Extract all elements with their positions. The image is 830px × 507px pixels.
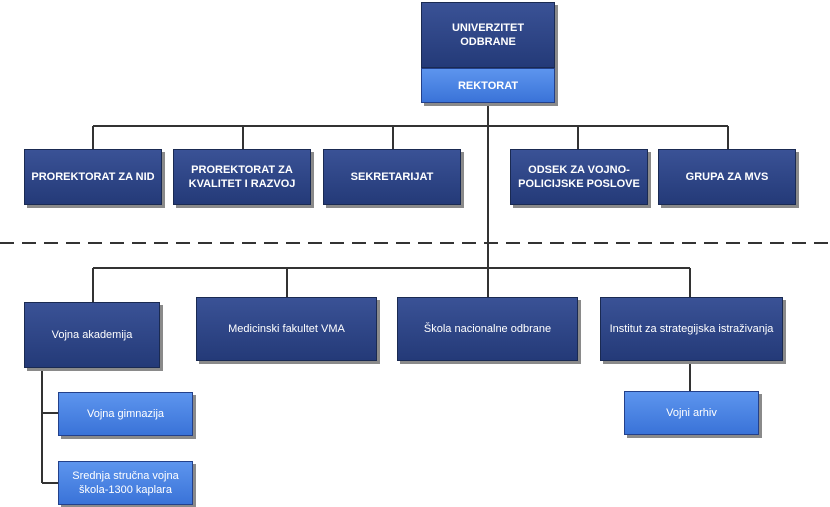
- vojni-arhiv-box: Vojni arhiv: [624, 391, 759, 435]
- medicinski-fakultet-box: Medicinski fakultet VMA: [196, 297, 377, 361]
- sekretarijat-label: SEKRETARIJAT: [350, 171, 434, 183]
- vojna-gimnazija-box: Vojna gimnazija: [58, 392, 193, 436]
- rektorat-box: REKTORAT: [421, 68, 555, 103]
- srednja-strucna-skola-label: Srednja stručna vojna škola-1300 kaplara: [72, 470, 179, 496]
- odsek-vojno-policijske-box: ODSEK ZA VOJNO-POLICIJSKE POSLOVE: [510, 149, 648, 205]
- sekretarijat-box: SEKRETARIJAT: [323, 149, 461, 205]
- skola-nacionalne-odbrane-box: Škola nacionalne odbrane: [397, 297, 578, 361]
- skola-nacionalne-odbrane-label: Škola nacionalne odbrane: [423, 323, 552, 335]
- institut-strategijska-box: Institut za strategijska istraživanja: [600, 297, 783, 361]
- vojna-akademija-box: Vojna akademija: [24, 302, 160, 368]
- univerzitet-odbrane-label: UNIVERZITET ODBRANE: [451, 22, 525, 48]
- grupa-mvs-box: GRUPA ZA MVS: [658, 149, 796, 205]
- institut-strategijska-label: Institut za strategijska istraživanja: [609, 323, 774, 335]
- prorektorat-nid-box: PROREKTORAT ZA NID: [24, 149, 162, 205]
- srednja-strucna-skola-box: Srednja stručna vojna škola-1300 kaplara: [58, 461, 193, 505]
- vojna-akademija-label: Vojna akademija: [51, 329, 133, 341]
- odsek-vojno-policijske-label: ODSEK ZA VOJNO-POLICIJSKE POSLOVE: [518, 164, 640, 190]
- univerzitet-odbrane-box: UNIVERZITET ODBRANE: [421, 2, 555, 68]
- grupa-mvs-label: GRUPA ZA MVS: [685, 171, 769, 183]
- prorektorat-kvalitet-label: PROREKTORAT ZA KVALITET I RAZVOJ: [188, 164, 296, 190]
- prorektorat-kvalitet-box: PROREKTORAT ZA KVALITET I RAZVOJ: [173, 149, 311, 205]
- vojna-gimnazija-label: Vojna gimnazija: [86, 408, 165, 420]
- vojni-arhiv-label: Vojni arhiv: [666, 407, 717, 419]
- rektorat-label: REKTORAT: [457, 79, 519, 92]
- prorektorat-nid-label: PROREKTORAT ZA NID: [31, 171, 155, 183]
- medicinski-fakultet-label: Medicinski fakultet VMA: [228, 323, 345, 335]
